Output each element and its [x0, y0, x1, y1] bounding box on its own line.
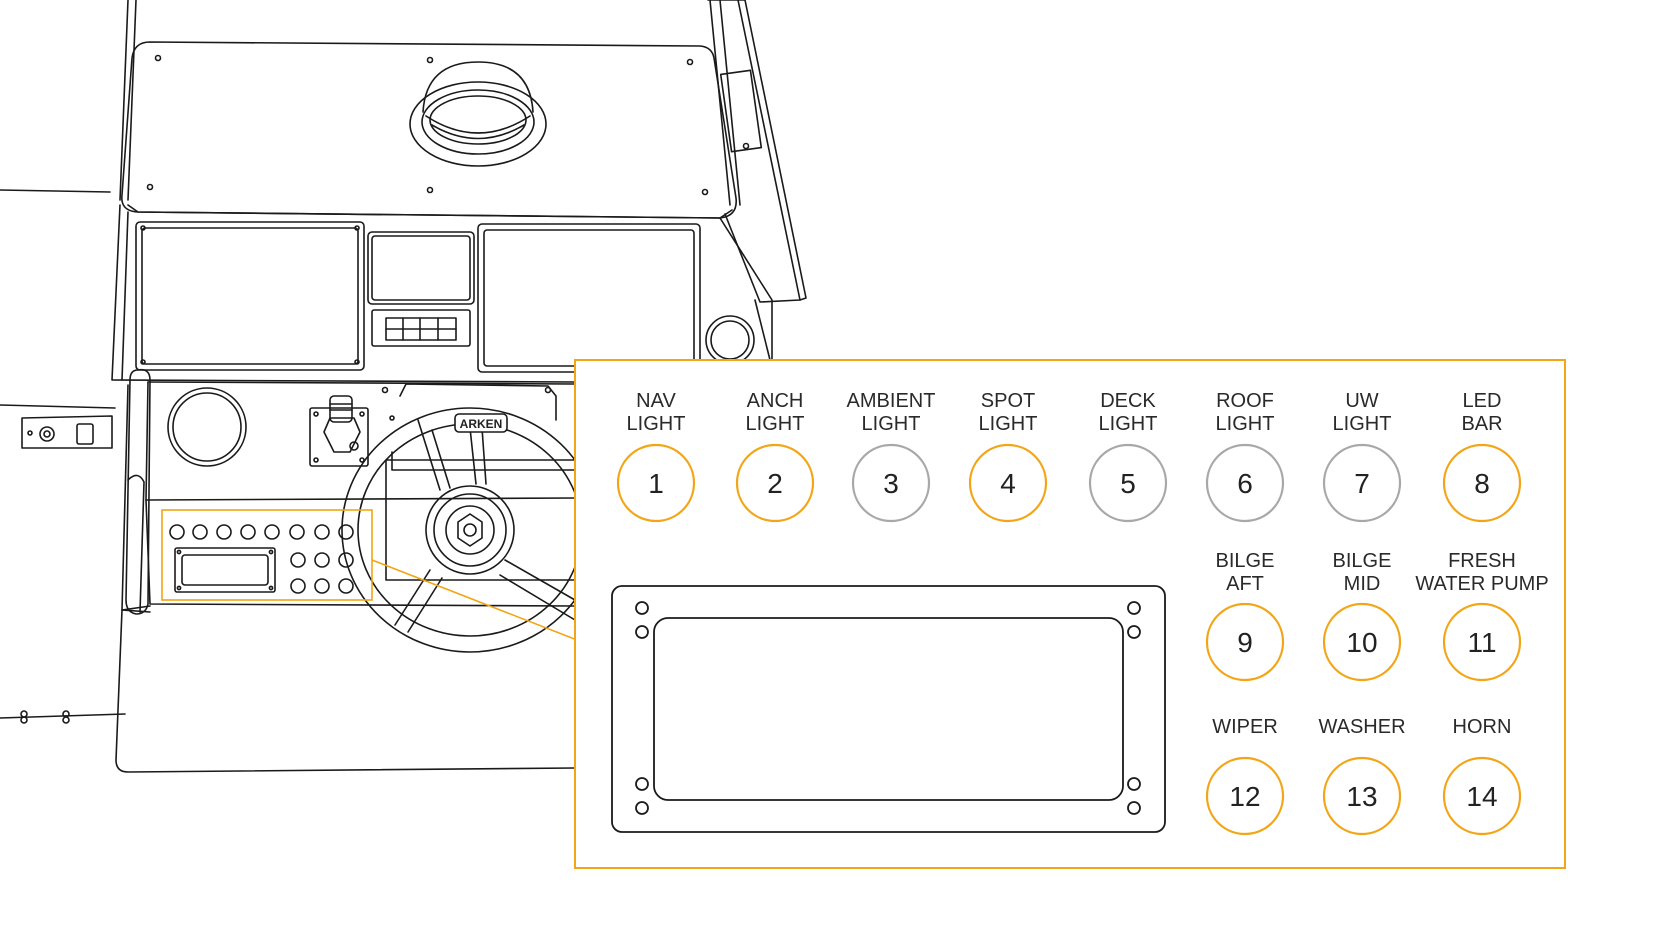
switch-label: SPOT	[981, 390, 1035, 412]
zoom-callout	[161, 359, 1566, 869]
switch-number: 5	[1120, 468, 1136, 499]
switch-ring[interactable]	[851, 443, 931, 523]
switch-number: 11	[1467, 627, 1496, 658]
switch-label: BILGE	[1216, 550, 1275, 572]
switch-buttons: 1NAVLIGHT2ANCHLIGHT3AMBIENTLIGHT4SPOTLIG…	[616, 390, 1549, 836]
wheel-brand-label: ARKEN	[460, 417, 503, 431]
switch-panel-display	[611, 585, 1166, 833]
switch-number: 7	[1354, 468, 1370, 499]
lower-console	[115, 368, 577, 773]
switch-label: ANCH	[747, 390, 804, 412]
switch-number: 6	[1237, 468, 1253, 499]
switch-label: WIPER	[1212, 716, 1278, 738]
switch-label: LIGHT	[746, 413, 805, 435]
switch-label: LIGHT	[627, 413, 686, 435]
switch-label: LIGHT	[979, 413, 1038, 435]
switch-number: 2	[767, 468, 783, 499]
steering-wheel	[341, 407, 599, 653]
switch-ring[interactable]	[1205, 443, 1285, 523]
switch-number: 9	[1237, 627, 1253, 658]
switch-ring[interactable]	[1442, 443, 1522, 523]
switch-label: LIGHT	[862, 413, 921, 435]
switch-ring[interactable]	[1322, 443, 1402, 523]
switch-ring[interactable]	[1088, 443, 1168, 523]
switch-ring[interactable]	[616, 443, 696, 523]
switch-number: 13	[1346, 781, 1377, 812]
switch-ring[interactable]	[1322, 602, 1402, 682]
callout-panel	[574, 359, 1566, 869]
callout-leader-line	[371, 559, 578, 641]
switch-number: 4	[1000, 468, 1016, 499]
switch-number: 10	[1346, 627, 1377, 658]
switch-ring[interactable]	[1442, 602, 1522, 682]
switch-label: LIGHT	[1216, 413, 1275, 435]
side-bracket	[21, 415, 113, 449]
right-pillar	[707, 0, 807, 361]
switch-label: LED	[1463, 390, 1502, 412]
upper-console	[111, 204, 773, 383]
switch-ring[interactable]	[968, 443, 1048, 523]
helm-console-drawing	[0, 0, 807, 773]
switch-ring[interactable]	[1205, 756, 1285, 836]
switch-ring[interactable]	[735, 443, 815, 523]
switch-label: UW	[1345, 390, 1378, 412]
switch-label: WASHER	[1318, 716, 1405, 738]
switch-label: HORN	[1453, 716, 1512, 738]
switch-label: DECK	[1100, 390, 1156, 412]
switch-label: AFT	[1226, 573, 1264, 595]
switch-14[interactable]: 14 HORN	[1442, 716, 1522, 836]
switch-12[interactable]: 12 WIPER	[1205, 716, 1285, 836]
dome-antenna	[409, 61, 547, 167]
switch-label: AMBIENT	[847, 390, 936, 412]
switch-number: 3	[883, 468, 899, 499]
switch-label: ROOF	[1216, 390, 1274, 412]
switch-label: LIGHT	[1099, 413, 1158, 435]
switch-label: LIGHT	[1333, 413, 1392, 435]
callout-source-box	[161, 509, 373, 601]
switch-label: BILGE	[1333, 550, 1392, 572]
hull-left-lines	[0, 189, 126, 724]
small-switch-panel	[169, 524, 354, 594]
switch-number: 14	[1466, 781, 1497, 812]
switch-number: 12	[1229, 781, 1260, 812]
switch-label: WATER PUMP	[1415, 573, 1548, 595]
top-panel	[121, 41, 737, 219]
switch-ring[interactable]	[1442, 756, 1522, 836]
switch-ring[interactable]	[1205, 602, 1285, 682]
switch-number: 1	[648, 468, 664, 499]
switch-label: FRESH	[1448, 550, 1516, 572]
switch-label: MID	[1344, 573, 1381, 595]
switch-label: BAR	[1461, 413, 1502, 435]
switch-13[interactable]: 13 WASHER	[1318, 716, 1406, 836]
switch-label: NAV	[636, 390, 676, 412]
switch-number: 8	[1474, 468, 1490, 499]
switch-ring[interactable]	[1322, 756, 1402, 836]
